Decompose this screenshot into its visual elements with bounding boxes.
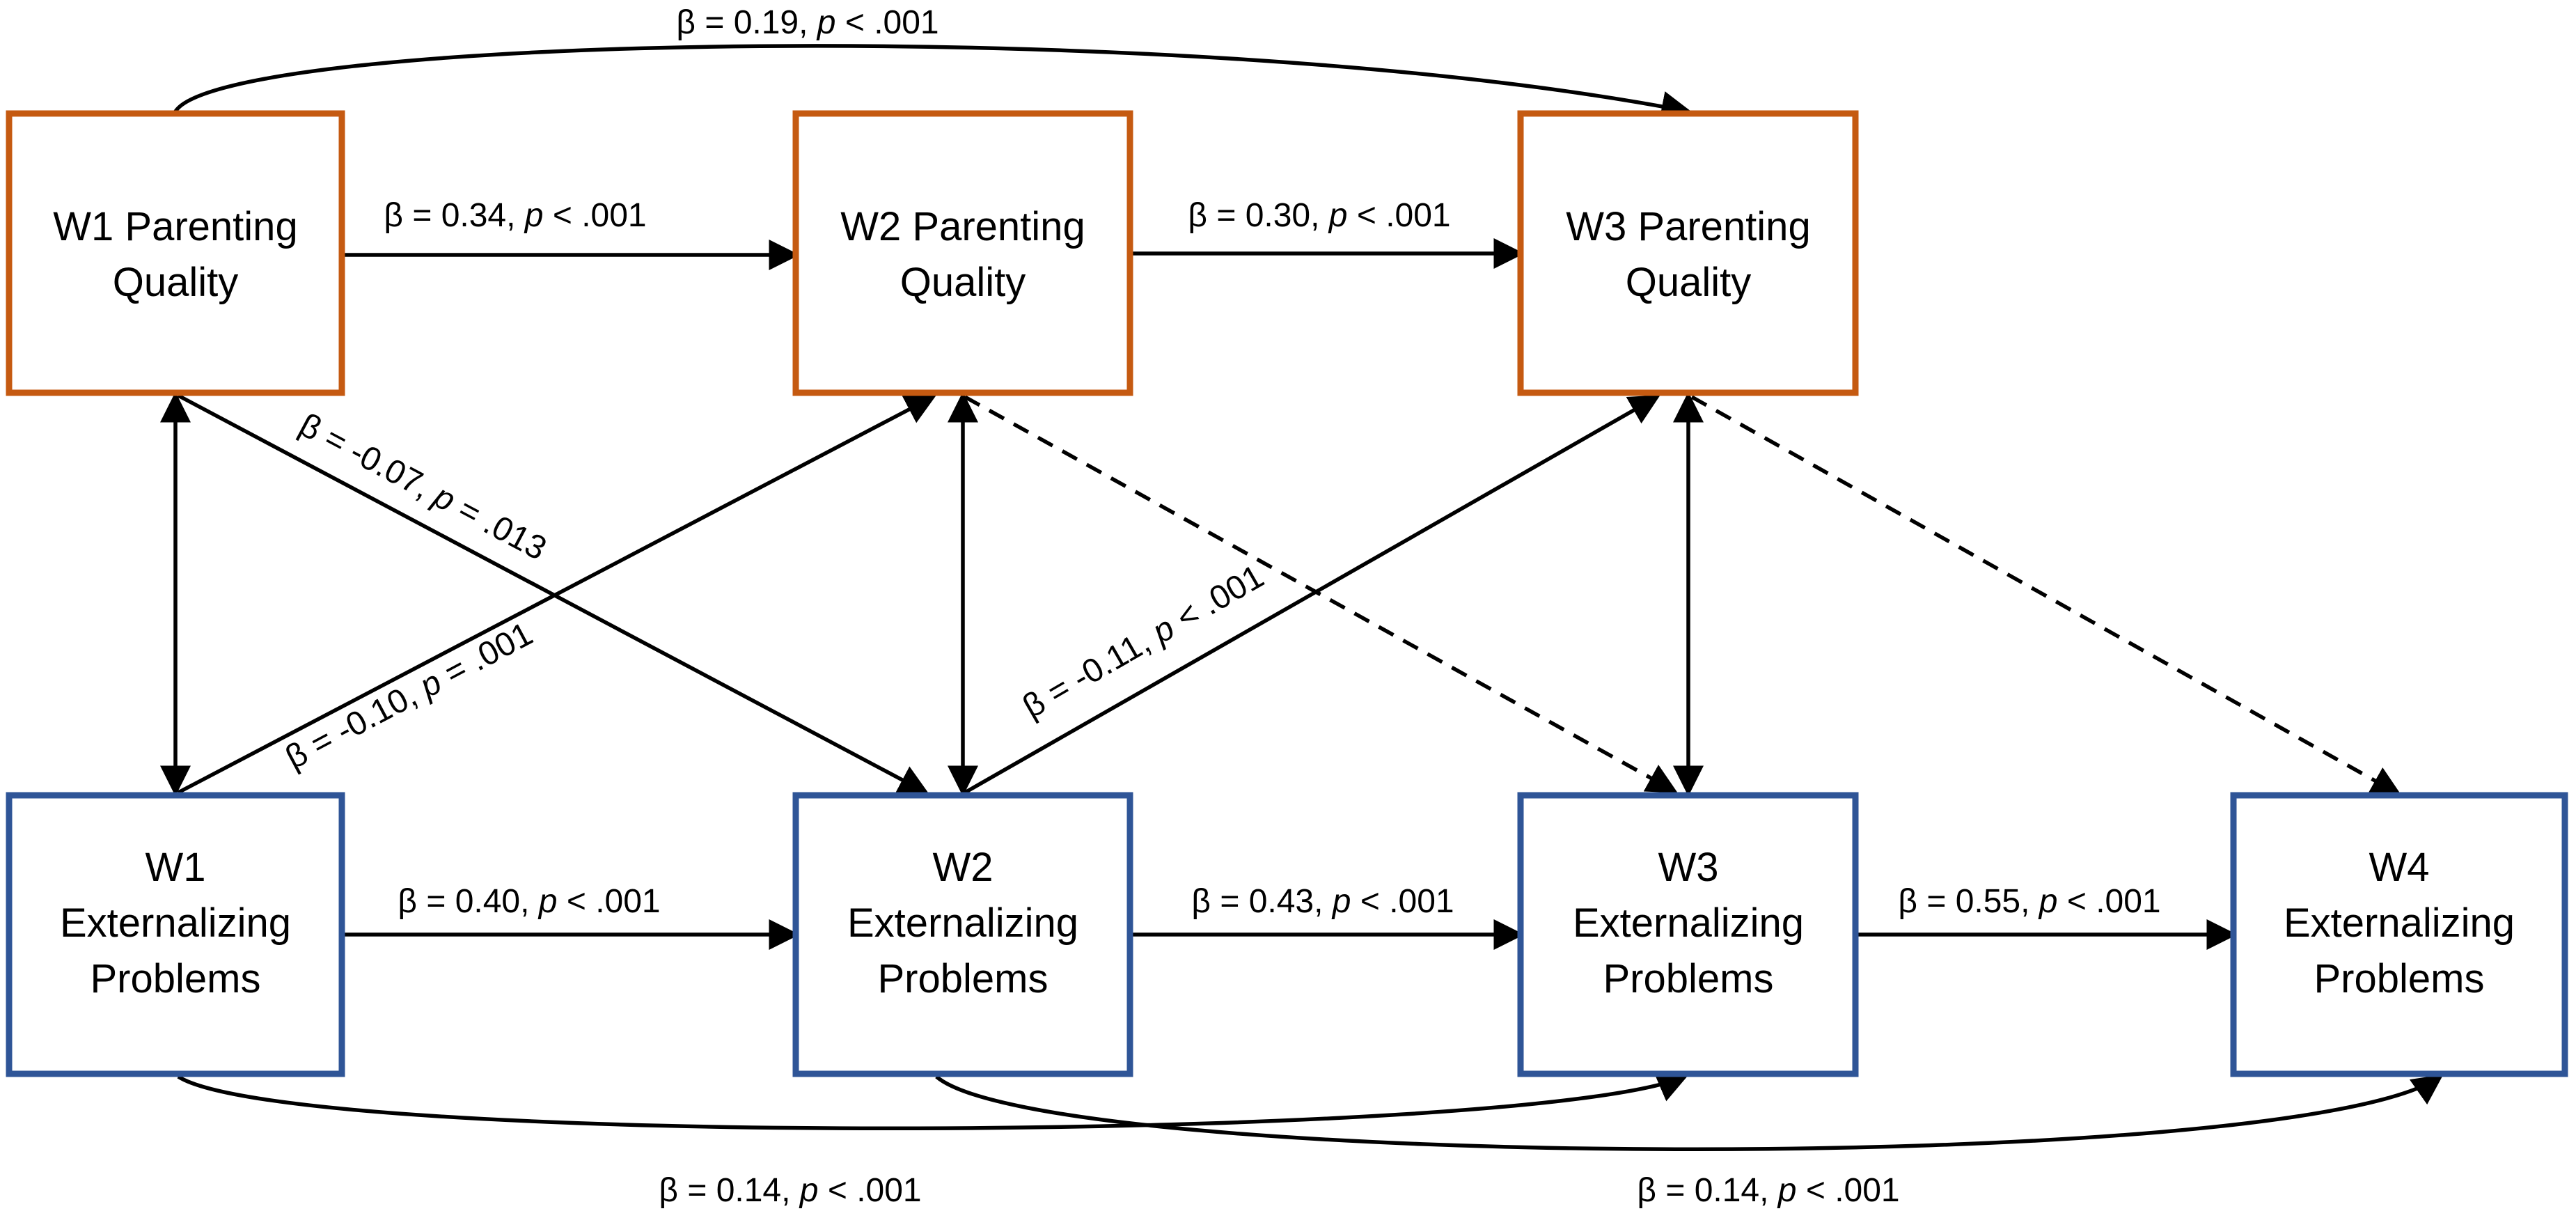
p-value: < .001	[818, 1172, 921, 1209]
node-w3-parenting-quality: W3 Parenting Quality	[1517, 110, 1859, 396]
edge-w2ep-w3pq	[964, 395, 1660, 795]
edge-w1pq-w3pq	[173, 44, 1693, 122]
node-label: W1	[146, 845, 206, 890]
node-label: Problems	[2314, 956, 2485, 1001]
edge-w1ep-w2pq	[177, 395, 936, 795]
edge-w2ep-w4ep	[935, 1074, 2444, 1151]
p-value: < .001	[1347, 197, 1450, 234]
p-value: < .001	[1351, 883, 1454, 920]
node-label: W2	[933, 845, 994, 890]
node-w2-externalizing-problems: W2 Externalizing Problems	[792, 792, 1133, 1077]
node-label: W3 Parenting	[1566, 204, 1810, 249]
node-label: W2 Parenting	[840, 204, 1085, 249]
edge-w1pq-w2ep	[177, 393, 929, 795]
label-w1pq-w3pq: β = 0.19, p < .001	[676, 4, 938, 41]
node-label: Externalizing	[2284, 900, 2515, 946]
p-symbol: p	[799, 1172, 819, 1209]
label-w2ep-w3ep: β = 0.43, p < .001	[1191, 883, 1454, 920]
label-w2pq-w3pq: β = 0.30, p < .001	[1188, 197, 1450, 234]
beta-value: β = 0.55,	[1898, 883, 2039, 920]
p-value: < .001	[557, 883, 660, 920]
label-w1ep-w2ep: β = 0.40, p < .001	[398, 883, 660, 920]
p-symbol: p	[1777, 1172, 1797, 1209]
node-w1-parenting-quality: W1 Parenting Quality	[6, 110, 345, 396]
node-label: Externalizing	[847, 900, 1078, 946]
label-w1ep-w2pq: β = -0.10, p = .001	[280, 616, 539, 776]
edge-w2pq-w3ep-dashed	[964, 395, 1678, 793]
p-symbol: p	[2038, 883, 2058, 920]
label-w1pq-w2ep: β = -0.07, p = .013	[293, 407, 552, 568]
node-label: Externalizing	[60, 900, 291, 946]
node-label: Problems	[1603, 956, 1774, 1001]
p-value: < .001	[835, 4, 938, 41]
node-w3-externalizing-problems: W3 Externalizing Problems	[1517, 792, 1859, 1077]
label-w1ep-w3ep: β = 0.14, p < .001	[659, 1172, 921, 1209]
beta-value: β = 0.19,	[676, 4, 817, 41]
edge-w3pq-w4ep-dashed	[1690, 395, 2402, 796]
beta-value: β = -0.10,	[280, 673, 432, 776]
node-label: W3	[1658, 845, 1719, 890]
node-label: Quality	[113, 260, 239, 305]
p-symbol: p	[524, 197, 544, 234]
p-symbol: p	[816, 4, 836, 41]
p-value: < .001	[1796, 1172, 1899, 1209]
beta-value: β = 0.34,	[384, 197, 524, 234]
node-label: Quality	[1626, 260, 1752, 305]
edge-w1ep-w3ep	[177, 1072, 1689, 1131]
beta-value: β = 0.14,	[1637, 1172, 1777, 1209]
label-w2ep-w4ep: β = 0.14, p < .001	[1637, 1172, 1899, 1209]
p-symbol: p	[1331, 883, 1351, 920]
node-w2-parenting-quality: W2 Parenting Quality	[792, 110, 1133, 396]
beta-value: β = -0.11,	[1016, 619, 1165, 726]
label-w3ep-w4ep: β = 0.55, p < .001	[1898, 883, 2160, 920]
node-label: Problems	[878, 956, 1049, 1001]
node-label: Quality	[900, 260, 1026, 305]
p-value: < .001	[543, 197, 646, 234]
node-label: W4	[2369, 845, 2430, 890]
beta-value: β = 0.14,	[659, 1172, 799, 1209]
p-symbol: p	[537, 883, 558, 920]
beta-value: β = 0.30,	[1188, 197, 1328, 234]
p-symbol: p	[1328, 197, 1348, 234]
label-w1pq-w2pq: β = 0.34, p < .001	[384, 197, 646, 234]
p-value: < .001	[2057, 883, 2160, 920]
node-w1-externalizing-problems: W1 Externalizing Problems	[6, 792, 345, 1077]
p-value: = .013	[444, 487, 553, 568]
beta-value: β = 0.43,	[1191, 883, 1332, 920]
node-label: W1 Parenting	[53, 204, 297, 249]
node-label: Externalizing	[1573, 900, 1804, 946]
p-value: = .001	[430, 616, 539, 696]
beta-value: β = 0.40,	[398, 883, 538, 920]
node-w4-externalizing-problems: W4 Externalizing Problems	[2230, 792, 2568, 1077]
node-label: Problems	[91, 956, 261, 1001]
